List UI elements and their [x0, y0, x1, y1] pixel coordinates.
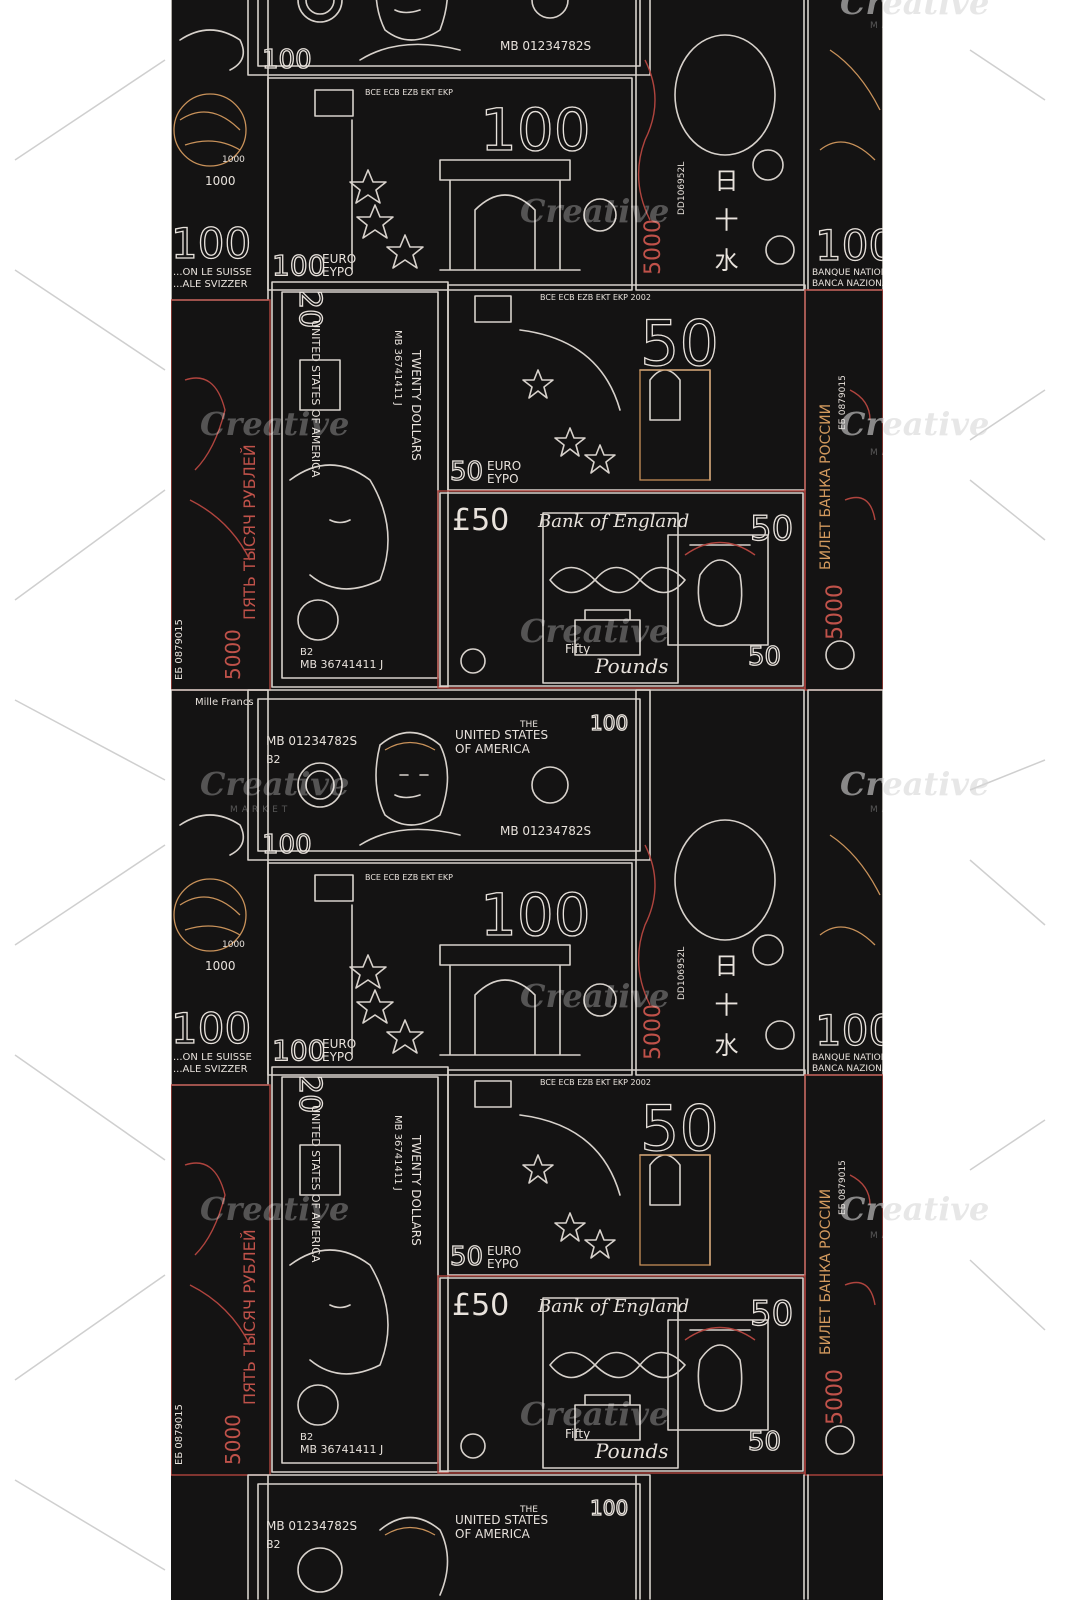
margin-decoration — [14, 49, 1046, 1571]
bottom-strip: THE UNITED STATES OF AMERICA MB 01234782… — [247, 1474, 809, 1600]
yen-5000-note: 5000 DD106952L 日 十 水 — [635, 689, 805, 1076]
usd20-denomination: 20 — [292, 1075, 327, 1113]
swiss-small: 1000 — [222, 940, 245, 950]
gbp-50-note: £50 Bank of England 50 50 Fifty Pounds — [437, 1275, 806, 1474]
swiss-bank1: BANQUE NATIONALE SUISSE — [812, 1053, 940, 1063]
gbp-corner-2: 50 — [748, 1427, 781, 1457]
watermark-brand: Creative — [520, 612, 669, 650]
euro50-denomination-2: 50 — [450, 1242, 483, 1272]
euro100-currency-cyr: EYPO — [322, 1050, 354, 1064]
euro100-banks: BCE ECB EZB EKT EKP — [365, 873, 453, 882]
usd-title: UNITED STATES — [455, 728, 548, 742]
swiss-1000-note-left: 1000 1000 100 ...ON LE SUISSE ...ALE SVI… — [171, 689, 269, 1086]
watermark-brand: Creative — [840, 0, 989, 22]
usd-serial-2: MB 01234782S — [500, 824, 591, 838]
watermark-brand: Creative — [200, 765, 349, 803]
euro50-banks: BCE ECB EZB EKT EKP 2002 — [540, 1078, 651, 1087]
usd-denomination: 100 — [590, 711, 628, 735]
watermarks: Creative Creative Creative MARKET Creati… — [200, 0, 989, 1433]
swiss-1000-note-right: 100 BANQUE NATIONALE SUISSE BANCA NAZION… — [807, 689, 947, 1076]
usd-title-bottom: UNITED STATES — [455, 1513, 548, 1527]
usd-block-bottom: B2 — [266, 1538, 281, 1551]
swiss-mille: Mille Francs — [195, 697, 254, 708]
watermark-sub: MARKET — [870, 448, 931, 458]
euro-50-note: BCE ECB EZB EKT EKP 2002 50 50 EURO EYPO — [447, 1069, 806, 1276]
usd-serial: MB 01234782S — [266, 734, 357, 748]
euro100-denomination: 100 — [480, 881, 591, 949]
ruble-denomination: 5000 — [823, 1369, 848, 1425]
watermark-brand: Creative — [840, 765, 989, 803]
gbp-denomination: £50 — [452, 1288, 509, 1323]
watermark-brand: Creative — [840, 405, 989, 443]
usd20-serial: MB 36741411 J — [392, 1115, 403, 1191]
yen-serial: DD106952L — [677, 947, 687, 1000]
ruble-words: ПЯТЬ ТЫСЯЧ РУБЛЕЙ — [240, 1229, 259, 1405]
watermark-brand: Creative — [520, 192, 669, 230]
usd20-block: B2 — [300, 1432, 313, 1443]
ruble-5000-note-left: ПЯТЬ ТЫСЯЧ РУБЛЕЙ 5000 ЕБ 0879015 — [171, 1084, 271, 1476]
watermark-sub: MARKET — [230, 805, 291, 815]
yen-denomination: 5000 — [641, 1004, 666, 1060]
swiss-hundred: 100 — [171, 1004, 251, 1053]
gbp-bank: Bank of England — [537, 1296, 689, 1317]
swiss-left2: ...ALE SVIZZER — [173, 1064, 248, 1075]
watermark-sub: MARKET — [870, 21, 931, 31]
usd-title-top: THE — [519, 720, 538, 730]
watermark-sub: MARKET — [870, 805, 931, 815]
usd-title2: OF AMERICA — [455, 742, 531, 756]
ruble-serial: ЕБ 0879015 — [838, 1160, 848, 1215]
watermark-brand: Creative — [840, 1190, 989, 1228]
watermark-sub: MARKET — [870, 1231, 931, 1241]
swiss-denomination: 1000 — [205, 959, 236, 973]
usd-title2-bottom: OF AMERICA — [455, 1527, 531, 1541]
euro50-denomination: 50 — [640, 1092, 719, 1165]
watermark-brand: Creative — [200, 1190, 349, 1228]
usd-100-note: THE UNITED STATES OF AMERICA MB 01234782… — [247, 689, 651, 861]
watermark-brand: Creative — [520, 977, 669, 1015]
watermark-brand: Creative — [200, 405, 349, 443]
ruble-5000-note-right: БИЛЕТ БАНКА РОССИИ ЕБ 0879015 5000 — [804, 1074, 883, 1476]
swiss-right-denomination: 100 — [815, 1006, 895, 1055]
usd-serial-bottom: MB 01234782S — [266, 1519, 357, 1533]
usd-denomination-bottom: 100 — [590, 1496, 628, 1520]
ruble-bank: БИЛЕТ БАНКА РОССИИ — [818, 1189, 834, 1355]
usd20-title: UNITED STATES OF AMERICA — [309, 1105, 322, 1263]
ruble-left-denomination: 5000 — [221, 1414, 245, 1465]
usd20-words: TWENTY DOLLARS — [409, 1134, 423, 1246]
gbp-pounds: Pounds — [594, 1439, 669, 1463]
swiss-bank2: BANCA NAZIONALE SVIZZERA — [812, 1064, 947, 1074]
ruble-left-serial: ЕБ 0879015 — [174, 1404, 185, 1465]
euro50-currency-cyr: EYPO — [487, 1257, 519, 1271]
usd20-serial-2: MB 36741411 J — [300, 1443, 383, 1456]
euro50-currency: EURO — [487, 1244, 521, 1258]
usd-20-note: 20 UNITED STATES OF AMERICA MB 36741411 … — [271, 1066, 449, 1473]
usd-denomination-2: 100 — [262, 830, 312, 860]
gbp-corner: 50 — [750, 1294, 793, 1334]
euro100-currency: EURO — [322, 1037, 356, 1051]
usd-title-top-bottom: THE — [519, 1505, 538, 1515]
watermark-brand: Creative — [520, 1395, 669, 1433]
gbp-fifty: Fifty — [565, 1427, 590, 1441]
swiss-left1: ...ON LE SUISSE — [173, 1052, 252, 1063]
euro100-denomination-2: 100 — [272, 1034, 325, 1067]
yen-kanji: 日 十 水 — [710, 953, 738, 1060]
usd-block: B2 — [266, 753, 281, 766]
